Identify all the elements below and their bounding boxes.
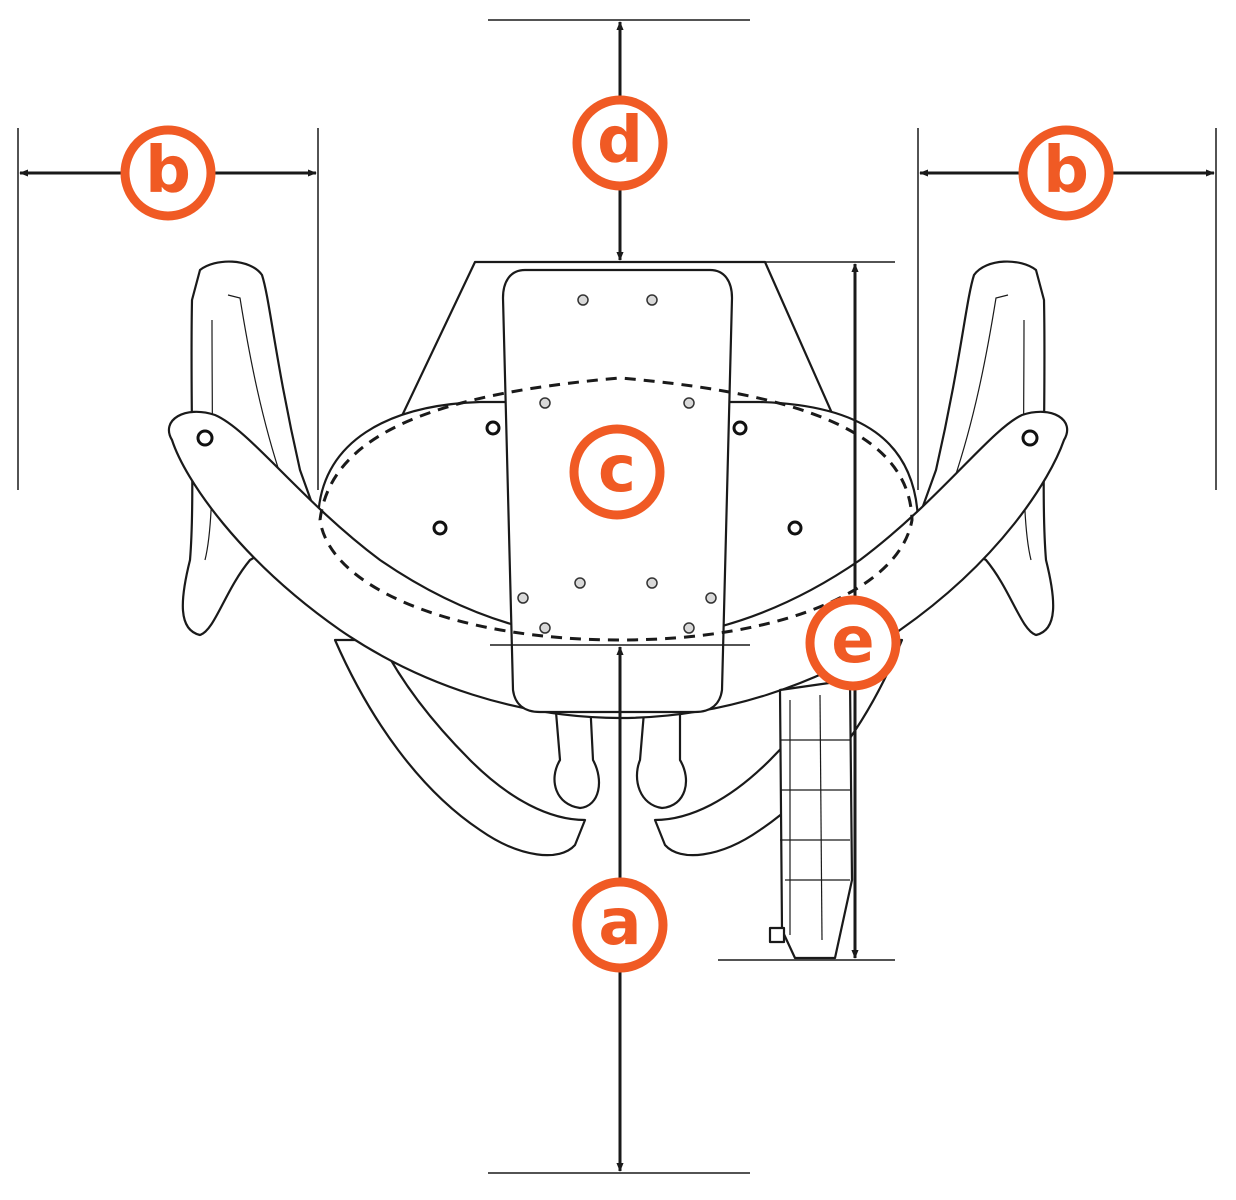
svg-text:b: b bbox=[1043, 134, 1089, 208]
svg-text:e: e bbox=[831, 604, 874, 678]
grip-left bbox=[553, 698, 601, 810]
side-unit bbox=[768, 678, 854, 960]
label-a: a bbox=[572, 877, 668, 973]
product-outline bbox=[167, 260, 1069, 960]
svg-text:a: a bbox=[598, 886, 641, 960]
seat-boundary-dashed bbox=[318, 376, 914, 642]
svg-text:d: d bbox=[597, 104, 643, 178]
frame-leg-left bbox=[333, 638, 587, 857]
label-e: e bbox=[805, 595, 901, 691]
bolts bbox=[517, 294, 717, 634]
label-c: c bbox=[569, 424, 665, 520]
label-b-right: b bbox=[1018, 125, 1114, 221]
holes bbox=[432, 420, 803, 536]
svg-text:c: c bbox=[598, 433, 636, 507]
label-d: d bbox=[572, 95, 668, 191]
svg-text:b: b bbox=[145, 134, 191, 208]
label-b-left: b bbox=[120, 125, 216, 221]
grip-right bbox=[635, 698, 688, 810]
